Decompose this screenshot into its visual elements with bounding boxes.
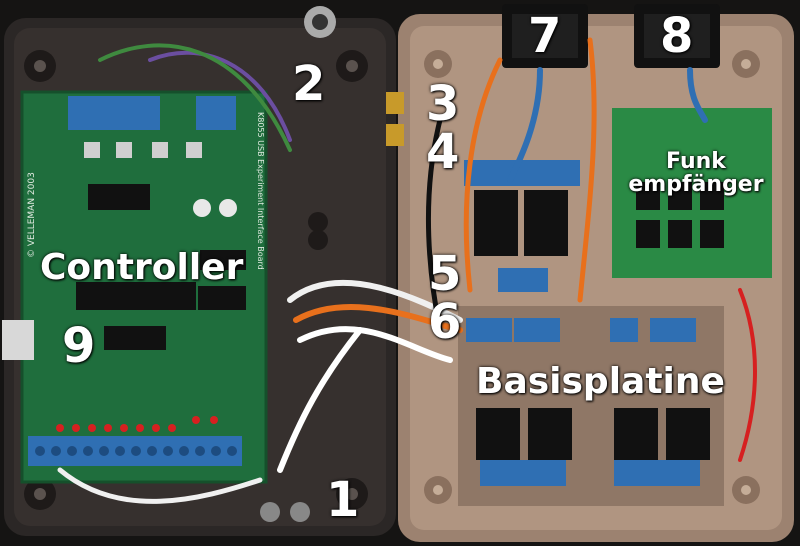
label-number-6: 6 (428, 294, 462, 350)
basisplatine-board (458, 306, 724, 506)
upper-relays (464, 160, 580, 292)
controller-pcb: © VELLEMAN 2003 K8055 USB Experiment Int… (2, 90, 268, 484)
k8055-silkscreen: K8055 USB Experiment Interface Board (256, 112, 265, 270)
wiring (57, 37, 757, 504)
terminal-block-top-right (196, 96, 236, 130)
label-controller: Controller (40, 247, 244, 288)
jacks (260, 6, 404, 522)
label-number-5: 5 (428, 246, 462, 302)
rocker-switches (502, 4, 720, 68)
velleman-silkscreen: © VELLEMAN 2003 (27, 172, 37, 258)
terminal-block-top-left (68, 96, 160, 130)
label-number-4: 4 (426, 124, 460, 180)
label-number-7: 7 (528, 8, 562, 64)
label-number-1: 1 (326, 472, 360, 528)
label-basisplatine: Basisplatine (476, 361, 725, 402)
label-number-9: 9 (62, 318, 96, 374)
usb-connector (2, 320, 34, 360)
label-funk-line1: Funk (666, 149, 726, 174)
label-funk-line2: empfänger (628, 172, 764, 198)
label-number-3: 3 (426, 76, 460, 132)
label-number-2: 2 (292, 56, 326, 112)
label-funkempfaenger: Funk empfänger (618, 150, 774, 196)
label-number-8: 8 (660, 8, 694, 64)
funk-receiver-board (612, 108, 772, 278)
